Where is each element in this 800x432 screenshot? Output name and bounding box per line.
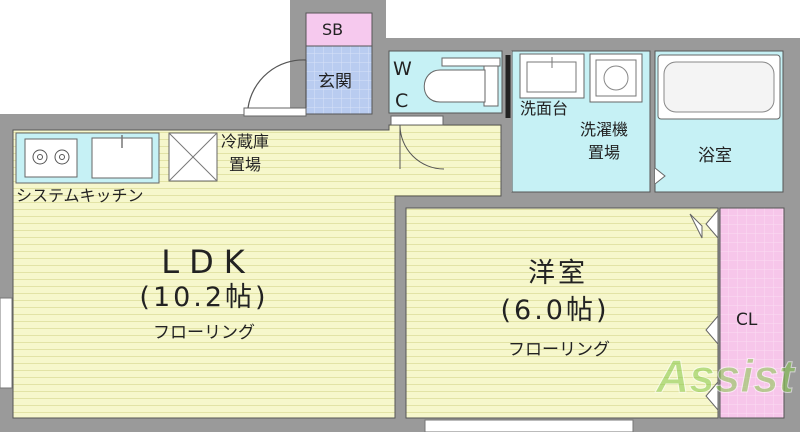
toilet-fixture-icon xyxy=(423,57,501,107)
western-room xyxy=(405,207,719,419)
stove-icon xyxy=(24,138,78,178)
room-door-marker xyxy=(689,213,703,239)
window-left xyxy=(0,297,13,389)
entrance-label: 玄関 xyxy=(318,72,352,92)
closet-doors xyxy=(705,208,719,412)
wc-door[interactable] xyxy=(390,115,445,170)
window-bottom xyxy=(424,419,634,432)
closet-label: CL xyxy=(736,310,758,330)
fridge-space-icon xyxy=(168,132,218,182)
shoe-box-label: SB xyxy=(322,20,344,39)
western-room-name: 洋室 xyxy=(528,258,588,289)
kitchen-label: システムキッチン xyxy=(16,186,144,205)
western-room-floor: フローリング xyxy=(508,340,610,360)
washer-icon xyxy=(589,53,643,103)
bath-door-marker xyxy=(654,167,666,185)
bathtub-icon xyxy=(657,54,781,120)
fridge-label-2: 置場 xyxy=(229,155,262,174)
ldk-floor: フローリング xyxy=(153,323,255,343)
svg-text:Assist: Assist xyxy=(655,350,796,402)
ldk-room xyxy=(12,124,502,419)
assist-logo: Assist xyxy=(655,350,797,403)
western-room-size: (6.0帖) xyxy=(500,295,610,326)
closet-area xyxy=(719,207,785,419)
washer-label-2: 置場 xyxy=(588,143,621,162)
ldk-name: LDK xyxy=(161,243,255,281)
entrance-door[interactable] xyxy=(243,59,307,117)
washbasin-label: 洗面台 xyxy=(520,99,569,118)
sink-icon xyxy=(91,135,153,179)
ldk-size: (10.2帖) xyxy=(139,282,269,313)
toilet-label-w: W xyxy=(393,58,412,80)
entrance-floor xyxy=(305,45,373,115)
bathroom-label: 浴室 xyxy=(698,146,732,166)
wall-post xyxy=(503,51,512,192)
fridge-label-1: 冷蔵庫 xyxy=(221,132,270,151)
toilet-label-c: C xyxy=(395,90,409,112)
washer-label-1: 洗濯機 xyxy=(580,120,629,139)
washbasin-icon xyxy=(519,53,585,99)
shoe-box xyxy=(305,12,373,47)
